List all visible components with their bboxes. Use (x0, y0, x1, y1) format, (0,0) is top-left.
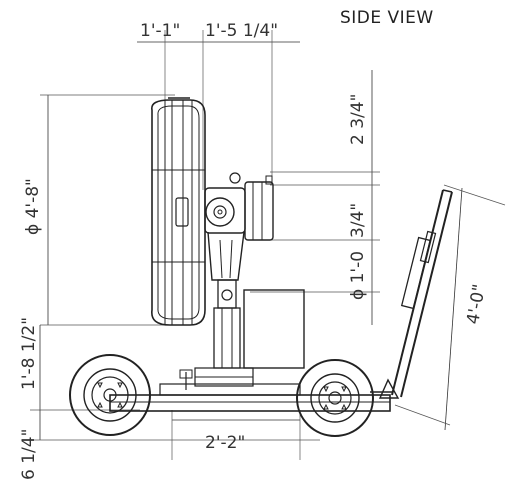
tow-handle (370, 189, 453, 399)
dim-hub-diameter: ϕ 1'-0 (348, 251, 368, 300)
dim-offset-top: 2 3/4" (348, 94, 368, 145)
fan-guard (151, 97, 206, 326)
motor-housing (204, 172, 274, 241)
base-frame (109, 369, 391, 412)
dim-offset-mid: 3/4" (348, 203, 368, 238)
view-title: SIDE VIEW (340, 8, 434, 28)
dim-fan-diameter: ϕ 4'-8" (23, 178, 43, 235)
dim-wheel-spacing: 2'-2" (205, 433, 245, 453)
support-column (194, 231, 305, 387)
left-wheel (69, 354, 151, 436)
dimension-lines (30, 30, 506, 460)
dim-handle-length: 4'-0" (463, 283, 490, 326)
dim-ground-clearance: 6 1/4" (19, 429, 39, 480)
right-wheel (296, 359, 374, 437)
dim-fan-height: 1'-8 1/2" (19, 317, 39, 390)
dim-top-left: 1'-1" (140, 21, 180, 41)
dim-top-right: 1'-5 1/4" (205, 21, 278, 41)
